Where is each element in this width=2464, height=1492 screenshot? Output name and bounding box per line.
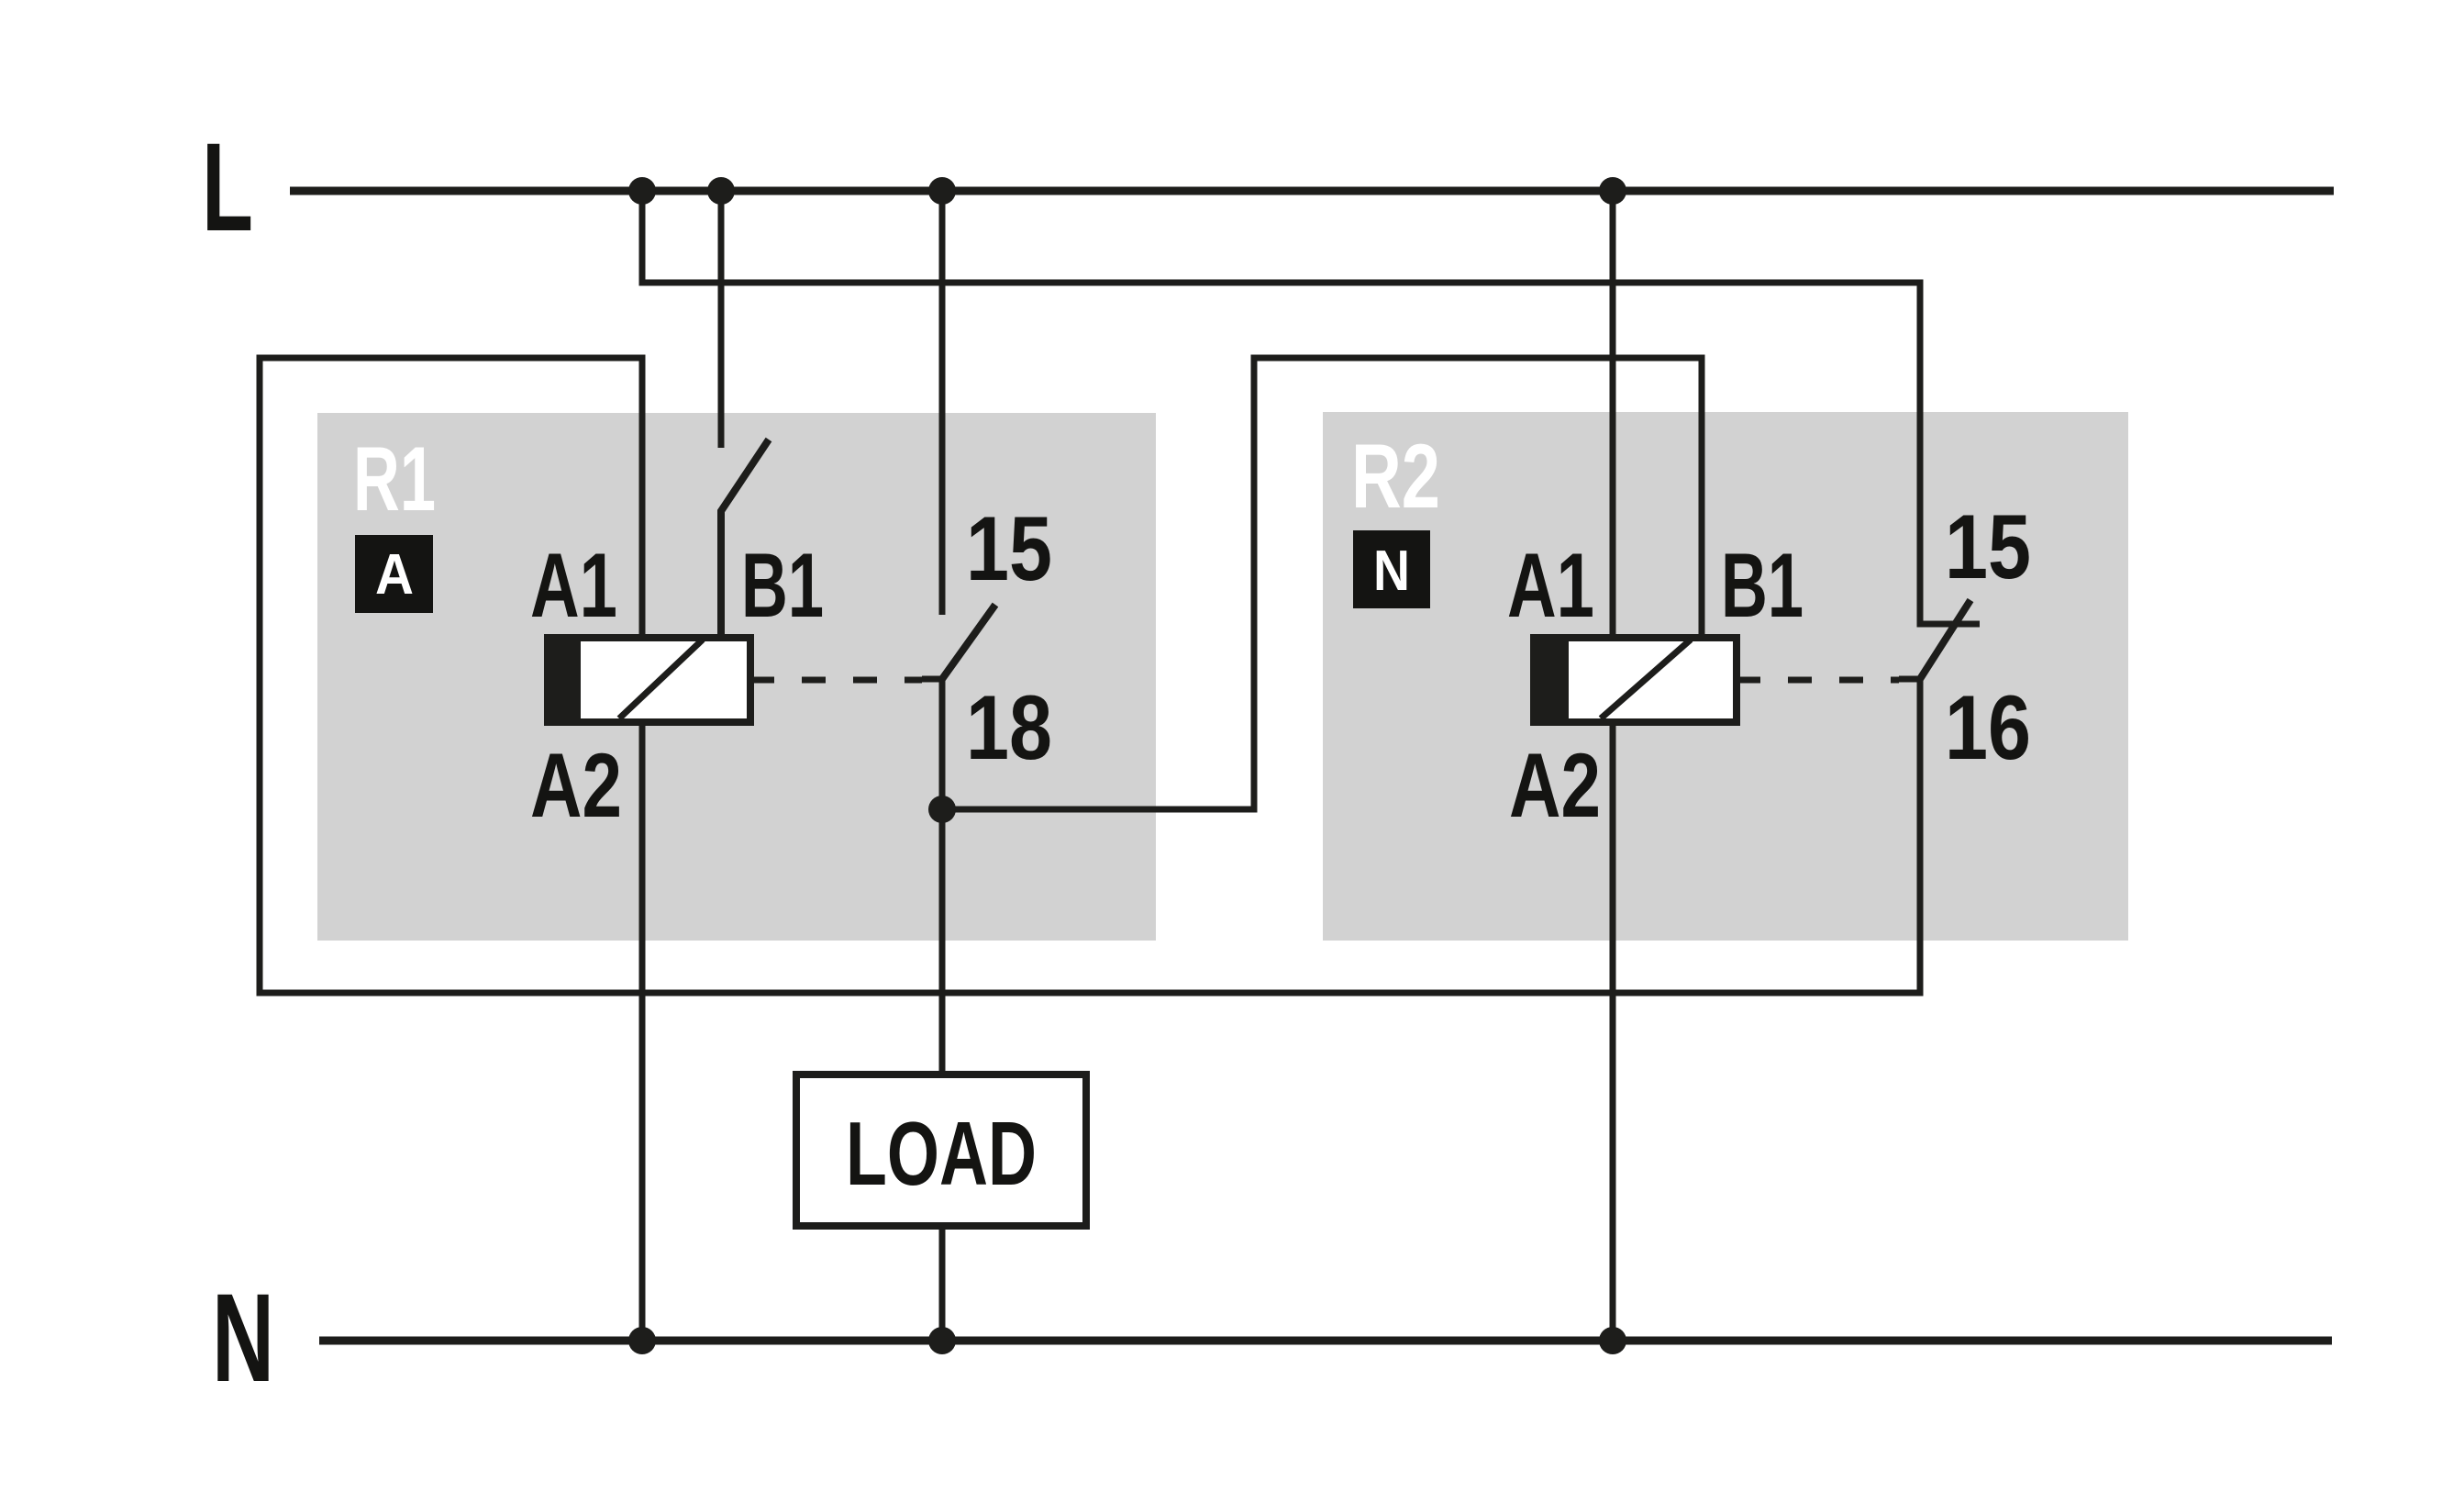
live-rail: L [202,117,2334,258]
relay2-a2-label: A2 [1509,734,1601,836]
relay1-a2-label: A2 [530,734,622,836]
relay1-terminal18-label: 18 [966,676,1052,778]
relay1-name-label: R1 [353,428,436,529]
junction-dot [1599,1327,1626,1354]
r1-contact18-to-load-wire [922,675,946,1074]
relay2-name-label: R2 [1351,425,1440,527]
relay2-b1-label: B1 [1721,534,1804,636]
junction-dot [628,1327,656,1354]
relay1-coil-diagonal [616,637,705,721]
relay1-mode-badge-label: A [375,543,414,607]
relay1-contact-blade [938,602,999,682]
load-component: LOAD [793,1071,1090,1230]
relay2-mode-badge [1353,530,1430,608]
live-to-r2-contact15-wire [638,191,1980,628]
junction-dot [628,177,656,205]
relay2-coil-symbol [1530,634,1740,726]
relay1-a1-label: A1 [530,534,617,636]
r1-b1-switch-blade [717,437,772,641]
relay2-mode-badge-label: N [1373,540,1410,603]
relay2-coil-diagonal [1598,637,1693,721]
relay2-terminal15-label: 15 [1945,495,2031,597]
relay1-terminal15-label: 15 [966,497,1052,599]
relay2-a1-label: A1 [1507,534,1594,636]
relay1-coil-box [544,634,754,726]
relay1-module: R1 A A1 B1 A2 15 18 [353,428,1052,836]
relay2-module: R2 N A1 B1 A2 15 16 [1351,425,2031,836]
junction-dot [707,177,735,205]
relay1-mode-badge [355,535,433,613]
circuit-wiring [256,191,1980,1341]
relay2-terminal16-label: 16 [1945,676,2031,778]
junction-dot [1599,177,1626,205]
neutral-rail-label: N [212,1268,274,1408]
relay2-contact-blade [1916,597,1974,682]
junction-dot [928,177,956,205]
r1-18-to-r2-b1-wire [942,354,1705,813]
relay1-coil-symbol [544,634,754,726]
junction-dots [628,177,1626,1354]
relay1-coil-filled-end [548,638,581,722]
junction-dot [928,796,956,823]
load-box [793,1071,1090,1230]
load-label: LOAD [846,1103,1037,1204]
r2-contact16-to-r1-a1-wire [256,354,1924,997]
live-rail-label: L [202,117,253,258]
neutral-rail: N [212,1268,2332,1408]
relay2-coil-filled-end [1534,638,1569,722]
relay1-b1-label: B1 [741,534,824,636]
junction-dot [928,1327,956,1354]
